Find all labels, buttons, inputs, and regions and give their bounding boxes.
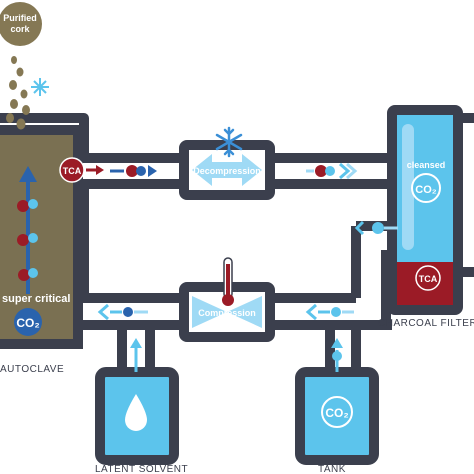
cork-particles <box>6 56 30 130</box>
molecule-icon <box>18 268 38 281</box>
co2-tank: CO₂ <box>295 338 379 465</box>
flow-molecule-bottom-left <box>97 303 148 321</box>
flow-arrow-icon <box>96 165 104 175</box>
cleansed-label: cleansed <box>407 160 446 170</box>
tca-autoclave-label: TCA <box>63 166 82 176</box>
flow-molecule-top-left <box>110 165 157 177</box>
flow-arrow-icon <box>97 303 109 321</box>
compression-label: Compression <box>198 308 256 318</box>
flow-arrow-icon <box>346 162 358 180</box>
flow-arrow-icon <box>148 165 157 177</box>
decompression-unit: Decompression <box>179 126 275 200</box>
cork-circle <box>0 2 42 46</box>
tca-filter-label: TCA <box>419 274 438 284</box>
flow-arrow-icon <box>339 162 351 180</box>
flow-molecule-top-right <box>306 162 358 180</box>
latent-solvent-tank <box>95 338 179 465</box>
molecule-icon <box>17 233 38 246</box>
charcoal-filter: cleansed CO₂ TCA <box>387 105 463 315</box>
co2-autoclave-label: CO₂ <box>16 316 39 330</box>
tca-outlet: TCA <box>59 157 104 183</box>
super-critical-label: super critical <box>2 293 70 305</box>
autoclave-label: AUTOCLAVE <box>0 364 64 375</box>
co2-badge <box>14 308 42 336</box>
flow-arrow-icon <box>305 303 317 321</box>
tca-badge <box>59 157 85 183</box>
flow-molecule-filter-out <box>354 220 398 236</box>
purified-cork: Purified cork <box>0 2 49 130</box>
decompression-arrows-icon <box>192 154 262 186</box>
compression-unit: Compression <box>179 257 275 342</box>
thermometer-icon <box>222 257 234 306</box>
latent-solvent-label: LATENT SOLVENT <box>95 464 188 474</box>
water-droplet-icon <box>125 394 147 431</box>
flow-arrow-icon <box>331 338 343 348</box>
flow-arrow-icon <box>130 338 142 348</box>
tank-label: TANK <box>318 464 346 474</box>
filter-highlight <box>402 124 414 250</box>
charcoal-filter-label: CHARCOAL FILTER <box>378 318 474 329</box>
sparkle-icon <box>31 78 49 96</box>
tca-badge <box>415 265 441 291</box>
flow-arrow-icon <box>19 166 37 182</box>
purified-label: Purified <box>3 13 37 23</box>
flow-molecule-bottom-right <box>305 303 354 321</box>
compression-arrows-icon <box>192 296 262 328</box>
co2-badge <box>321 396 353 428</box>
co2-tank-label: CO₂ <box>325 406 348 420</box>
decompression-label: Decompression <box>193 166 261 176</box>
flow-arrow-icon <box>354 220 365 236</box>
co2-badge <box>411 173 441 203</box>
molecule-icon <box>17 199 38 212</box>
co2-filter-label: CO₂ <box>415 184 437 196</box>
cork-label: cork <box>10 24 30 34</box>
snowflake-icon <box>215 126 243 158</box>
